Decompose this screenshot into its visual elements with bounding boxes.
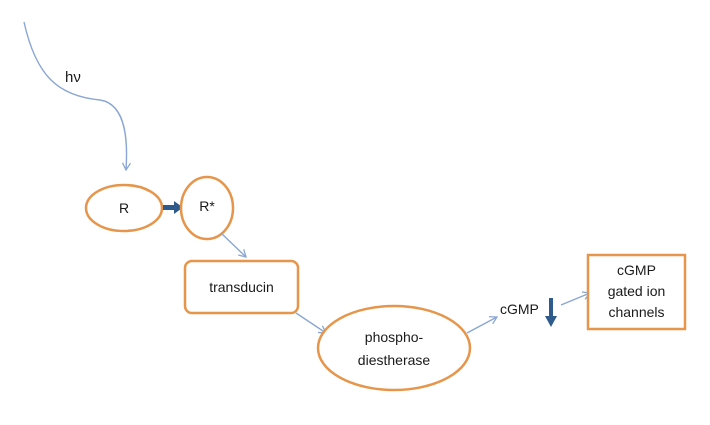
transducin-node: [183, 259, 300, 315]
channels-label-line2: gated ion: [608, 283, 666, 299]
transducin-label: transducin: [209, 279, 274, 295]
phosphodiesterase-node: [316, 304, 472, 392]
light-ray-connector: [23, 21, 131, 172]
rstar-to-transducin-connector: [220, 232, 247, 258]
rhodopsin-node: [84, 183, 164, 233]
channels-label-line1: cGMP: [617, 262, 656, 278]
activated-rhodopsin-node: [179, 175, 235, 241]
phosphodiesterase-label-line2: diestherase: [358, 352, 431, 368]
cgmp-gated-channels-node: [586, 253, 687, 331]
transducin-to-pde-connector: [295, 312, 328, 334]
light-label: hν: [65, 69, 81, 86]
channels-label-line3: channels: [608, 304, 664, 320]
pde-to-cgmp-connector: [466, 316, 499, 334]
phosphodiesterase-label-line1: phospho-: [365, 329, 424, 345]
activated-rhodopsin-label: R*: [199, 198, 215, 214]
cgmp-label: cGMP: [500, 301, 539, 317]
rhodopsin-label: R: [119, 200, 129, 216]
cgmp-decrease-arrow: [545, 298, 557, 327]
cgmp-to-channels-connector: [560, 291, 592, 306]
activation-arrow: [163, 201, 183, 214]
